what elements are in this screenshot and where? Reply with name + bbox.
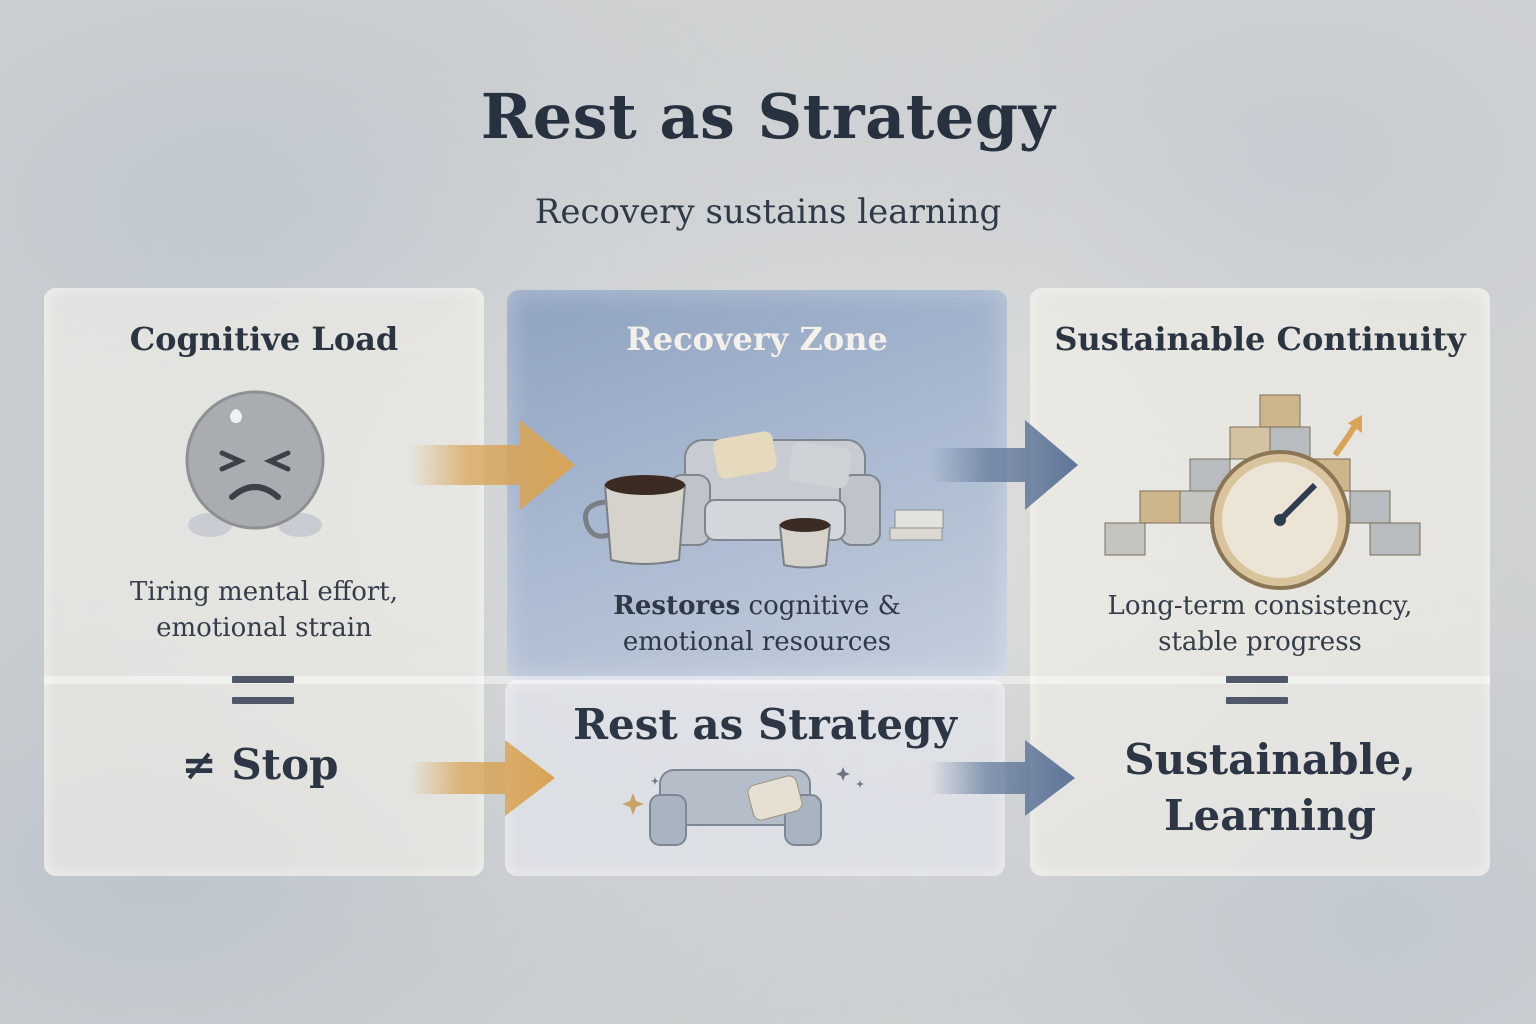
- left-equals-sign: [232, 676, 294, 706]
- page-subtitle: Recovery sustains learning: [0, 192, 1536, 232]
- recovery-zone-description-bold: Restores: [613, 591, 740, 621]
- cognitive-load-description: Tiring mental effort, emotional strain: [44, 574, 484, 646]
- recovery-zone-description-line2: emotional resources: [507, 624, 1007, 660]
- cognitive-load-description-line2: emotional strain: [44, 610, 484, 646]
- armchair-sparkle-icon: [615, 755, 875, 860]
- sustainable-learning-line2: Learning: [1050, 788, 1490, 844]
- not-equal-symbol: ≠: [182, 740, 217, 789]
- cognitive-load-heading: Cognitive Load: [44, 320, 484, 358]
- page-title: Rest as Strategy: [0, 80, 1536, 153]
- warm-arrow-top: [410, 420, 580, 510]
- cool-arrow-bottom: [930, 740, 1080, 816]
- sustainable-continuity-description-line1: Long-term consistency,: [1030, 588, 1490, 624]
- stop-result: ≠ Stop: [120, 740, 400, 789]
- tired-face-icon: [170, 385, 350, 555]
- recovery-zone-description-rest: cognitive &: [740, 591, 900, 621]
- cognitive-load-description-line1: Tiring mental effort,: [44, 574, 484, 610]
- cool-arrow-top: [930, 420, 1080, 510]
- blocks-and-clock-icon: [1100, 385, 1440, 565]
- warm-arrow-bottom: [410, 740, 560, 816]
- sustainable-continuity-heading: Sustainable Continuity: [1030, 320, 1490, 358]
- sustainable-learning-result: Sustainable, Learning: [1050, 732, 1490, 844]
- sustainable-continuity-description: Long-term consistency, stable progress: [1030, 588, 1490, 660]
- sustainable-learning-line1: Sustainable,: [1050, 732, 1490, 788]
- stop-text: Stop: [231, 740, 338, 789]
- armchair-with-mugs-icon: [575, 390, 955, 570]
- recovery-zone-heading: Recovery Zone: [507, 320, 1007, 358]
- recovery-zone-description: Restores cognitive & emotional resources: [507, 588, 1007, 660]
- sustainable-continuity-description-line2: stable progress: [1030, 624, 1490, 660]
- right-equals-sign: [1226, 676, 1288, 706]
